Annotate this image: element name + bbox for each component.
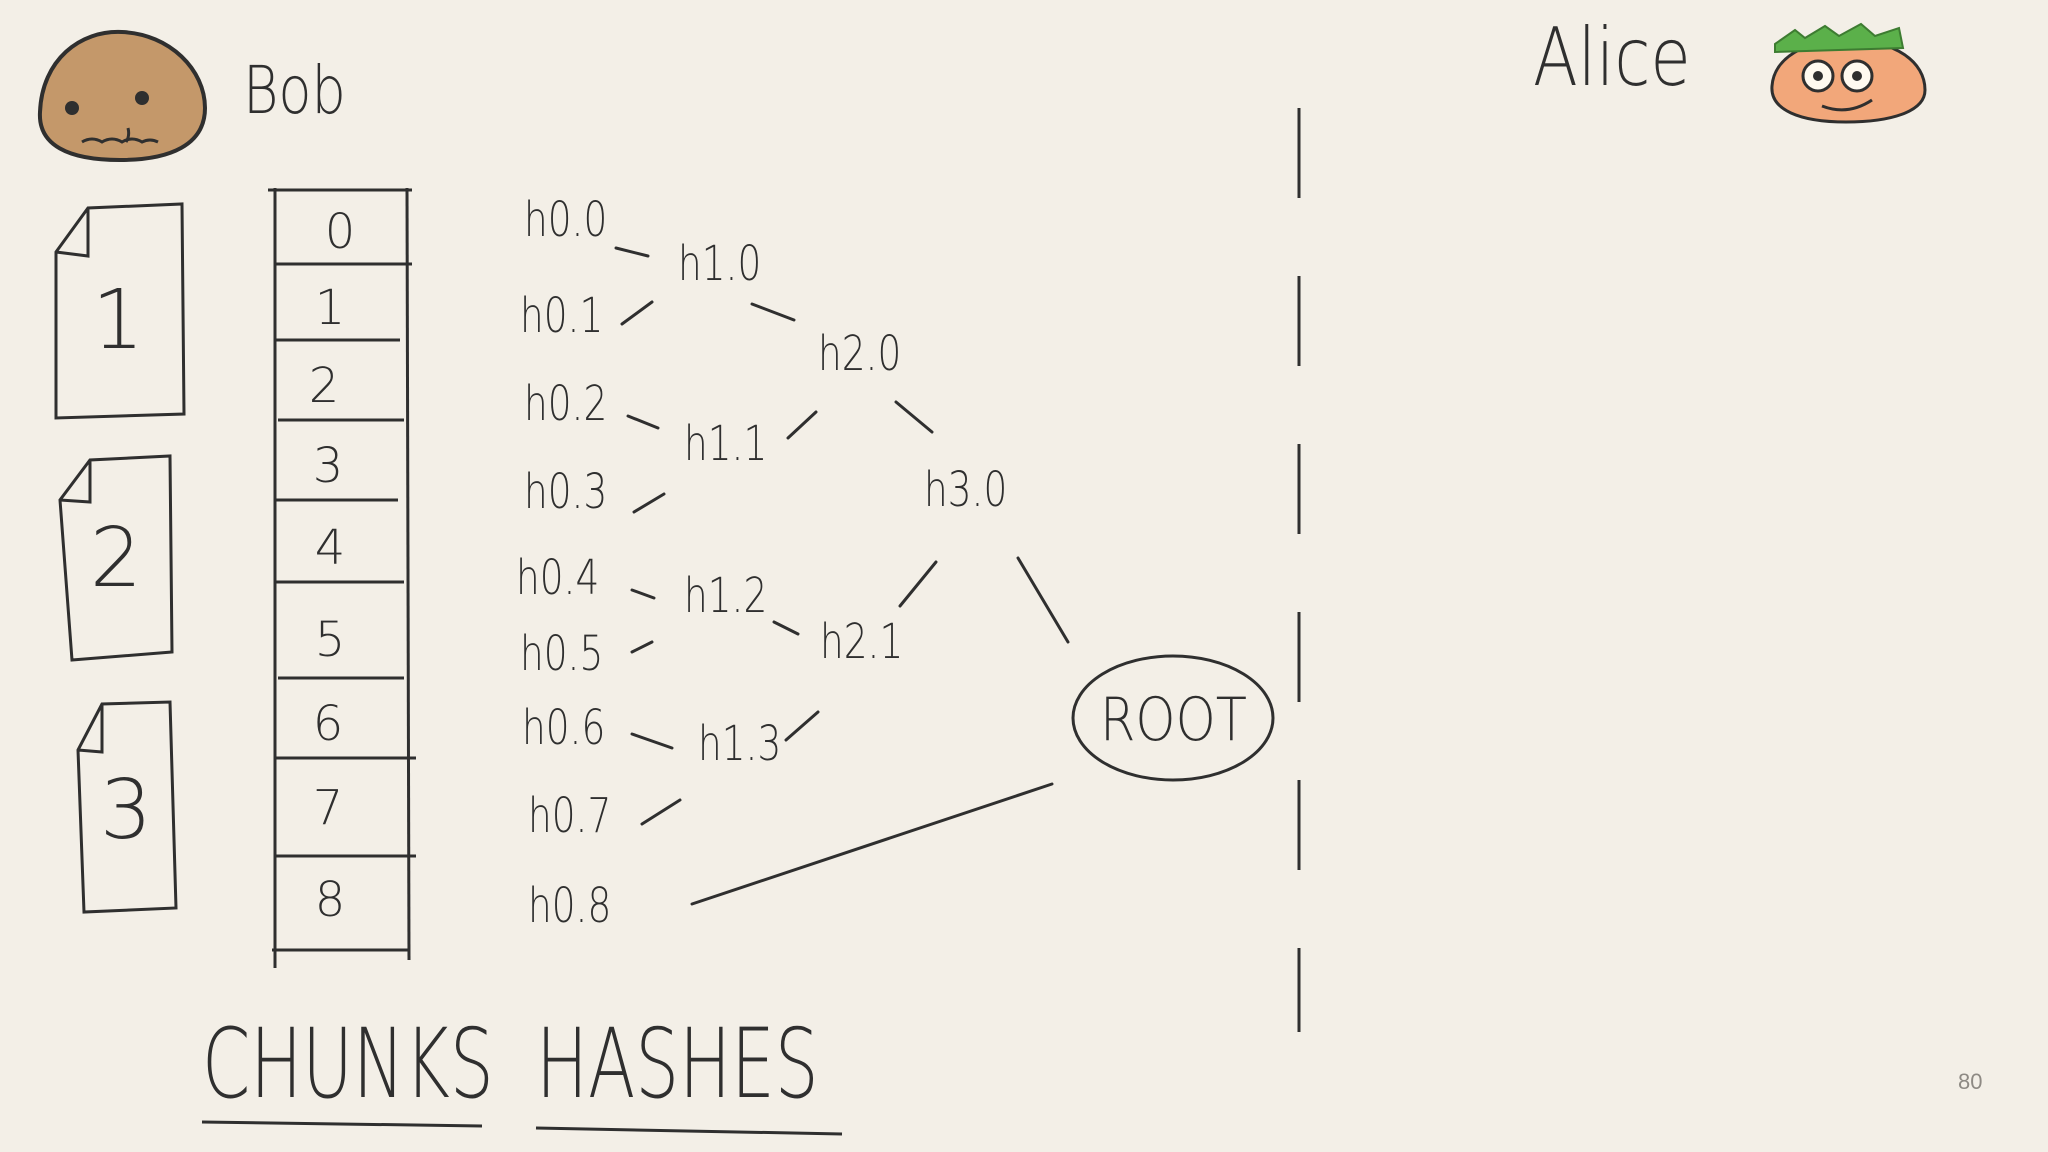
hashes-heading: HASHES [536,1008,819,1120]
hash-leaf-label: h0.0 [524,192,608,248]
chunks-underline [201,1120,483,1128]
chunk-index-cell: 0 [324,204,356,260]
chunk-file-label: 3 [99,763,153,858]
root-node-outline [1071,654,1275,782]
chunk-index-cell: 6 [312,696,344,752]
chunk-index-cell: 5 [314,612,346,668]
bob-avatar [37,29,208,163]
chunk-index-cell: 2 [308,358,340,414]
hash-level1-label: h1.2 [684,568,768,624]
chunk-index-cell: 3 [312,438,344,494]
hash-leaf-label: h0.6 [522,700,606,756]
hash-leaf-label: h0.1 [520,288,604,344]
hash-leaf-label: h0.2 [524,376,608,432]
hash-level2-label: h2.1 [820,614,904,670]
chunk-file-frames [54,202,186,914]
chunks-heading: CHUNKS [202,1008,494,1120]
hashes-underline [535,1126,843,1136]
hash-leaf-label: h0.8 [528,878,612,934]
chunk-index-cell: 1 [314,280,346,336]
hash-leaf-label: h0.3 [524,464,608,520]
chunk-index-cell: 8 [314,872,346,928]
hash-level1-label: h1.3 [698,716,782,772]
alice-name-label: Alice [1533,11,1691,104]
chunk-file-label: 2 [89,511,143,606]
root-node-label: ROOT [1100,685,1247,755]
bob-name-label: Bob [243,52,346,129]
hash-level3-label: h3.0 [924,462,1008,518]
hash-leaf-label: h0.7 [528,788,612,844]
page-number: 80 [1958,1069,1983,1094]
chunk-index-table [268,187,416,968]
hash-level1-label: h1.1 [684,416,768,472]
hash-level2-label: h2.0 [818,326,902,382]
hash-leaf-label: h0.4 [516,550,600,606]
hash-level1-label: h1.0 [678,236,762,292]
merkle-tree-edges [614,246,1070,906]
hash-leaf-label: h0.5 [520,626,604,682]
alice-avatar [1770,22,1927,124]
chunk-index-cell: 4 [314,520,346,576]
chunk-index-cell: 7 [312,780,344,836]
chunk-file-label: 1 [91,273,145,368]
